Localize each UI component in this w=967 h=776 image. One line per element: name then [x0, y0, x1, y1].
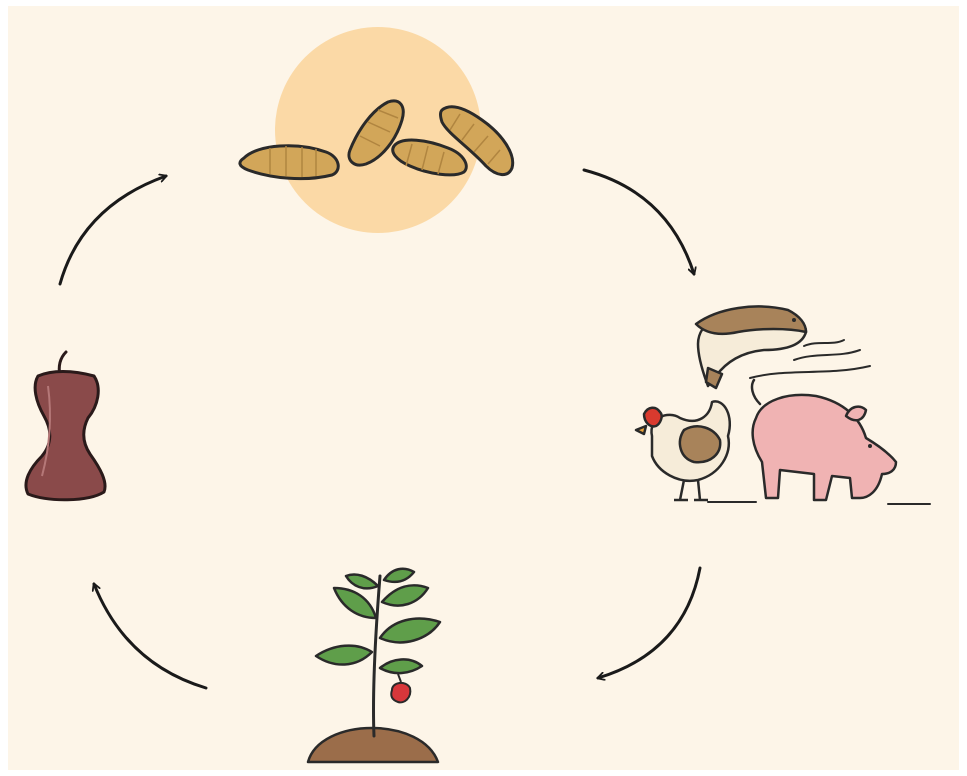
apple [391, 683, 410, 702]
cycle-diagram [8, 6, 959, 770]
arrow-waste-to-larvae [60, 176, 166, 284]
ground-lines [708, 502, 930, 504]
stem [373, 576, 380, 736]
arrow-livestock-to-plant [598, 568, 700, 678]
apple-plant-icon [308, 569, 440, 762]
arrow-plant-to-waste [94, 584, 206, 688]
apple-core-icon [26, 352, 105, 500]
arrow-larvae-to-livestock [584, 170, 694, 274]
livestock-icon [636, 306, 930, 504]
pig-icon [752, 380, 896, 500]
larva-1 [240, 146, 338, 179]
diagram-canvas [8, 6, 959, 770]
chicken-icon [636, 401, 730, 500]
fish-icon [696, 306, 806, 388]
